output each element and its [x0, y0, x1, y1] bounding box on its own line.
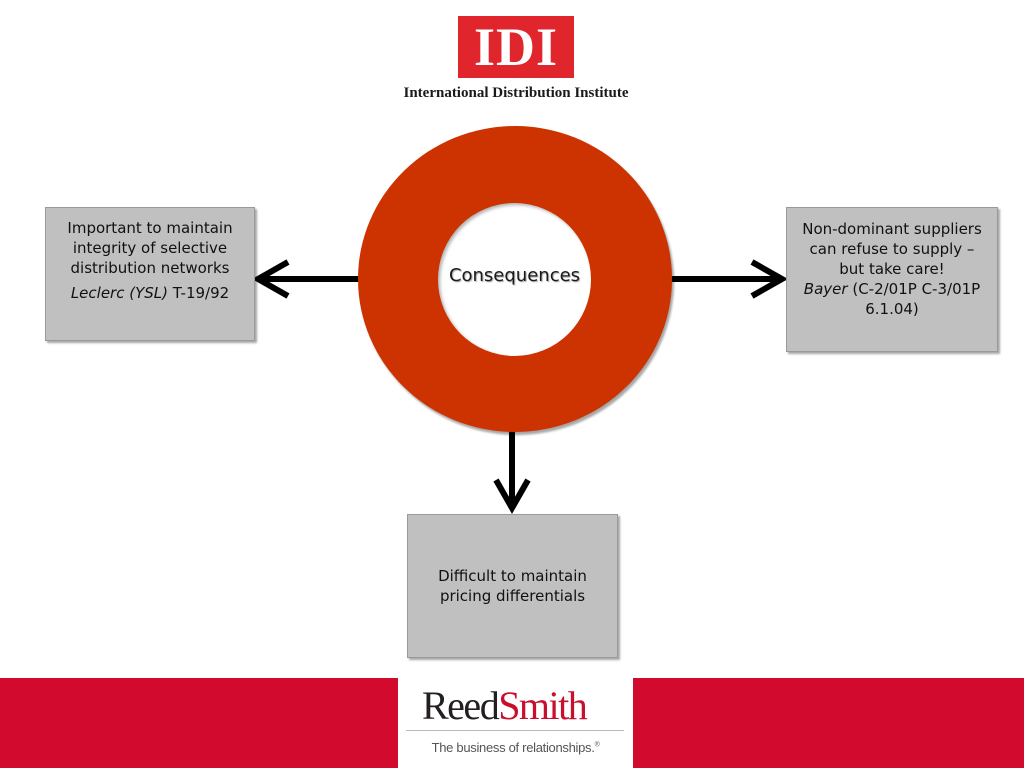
bayer-case-name: Bayer [803, 280, 848, 298]
wordmark-smith: Smith [498, 683, 588, 728]
leclerc-case-ref: T-19/92 [172, 284, 230, 302]
tagline-mark: ® [594, 741, 600, 749]
bayer-case-ref: (C-2/01P C-3/01P 6.1.04) [852, 280, 981, 318]
arrow-right [668, 259, 789, 299]
pricing-text: Difficult to maintain pricing differenti… [438, 567, 587, 605]
arrow-down [493, 428, 531, 515]
pricing-box: Difficult to maintain pricing differenti… [407, 514, 618, 658]
integrity-text: Important to maintain integrity of selec… [67, 219, 233, 277]
refuse-supply-box: Non-dominant suppliers can refuse to sup… [786, 207, 998, 352]
reedsmith-logo: ReedSmith The business of relationships.… [398, 676, 633, 768]
refuse-supply-text: Non-dominant suppliers can refuse to sup… [802, 220, 982, 278]
ring-center [438, 203, 591, 356]
leclerc-case-name: Leclerc (YSL) [70, 284, 168, 302]
consequences-label: Consequences [448, 265, 581, 286]
institute-name: International Distribution Institute [403, 85, 629, 101]
idi-logo: IDI [458, 16, 574, 78]
reedsmith-wordmark: ReedSmith [422, 682, 588, 729]
logo-divider [406, 730, 624, 731]
leclerc-case: Leclerc (YSL) T-19/92 [54, 283, 246, 303]
wordmark-reed: Reed [422, 683, 500, 728]
reedsmith-tagline: The business of relationships.® [398, 740, 633, 755]
bayer-case: Bayer (C-2/01P C-3/01P 6.1.04) [795, 279, 989, 319]
tagline-text: The business of relationships. [431, 740, 595, 755]
arrow-left [251, 259, 362, 299]
integrity-box: Important to maintain integrity of selec… [45, 207, 255, 341]
